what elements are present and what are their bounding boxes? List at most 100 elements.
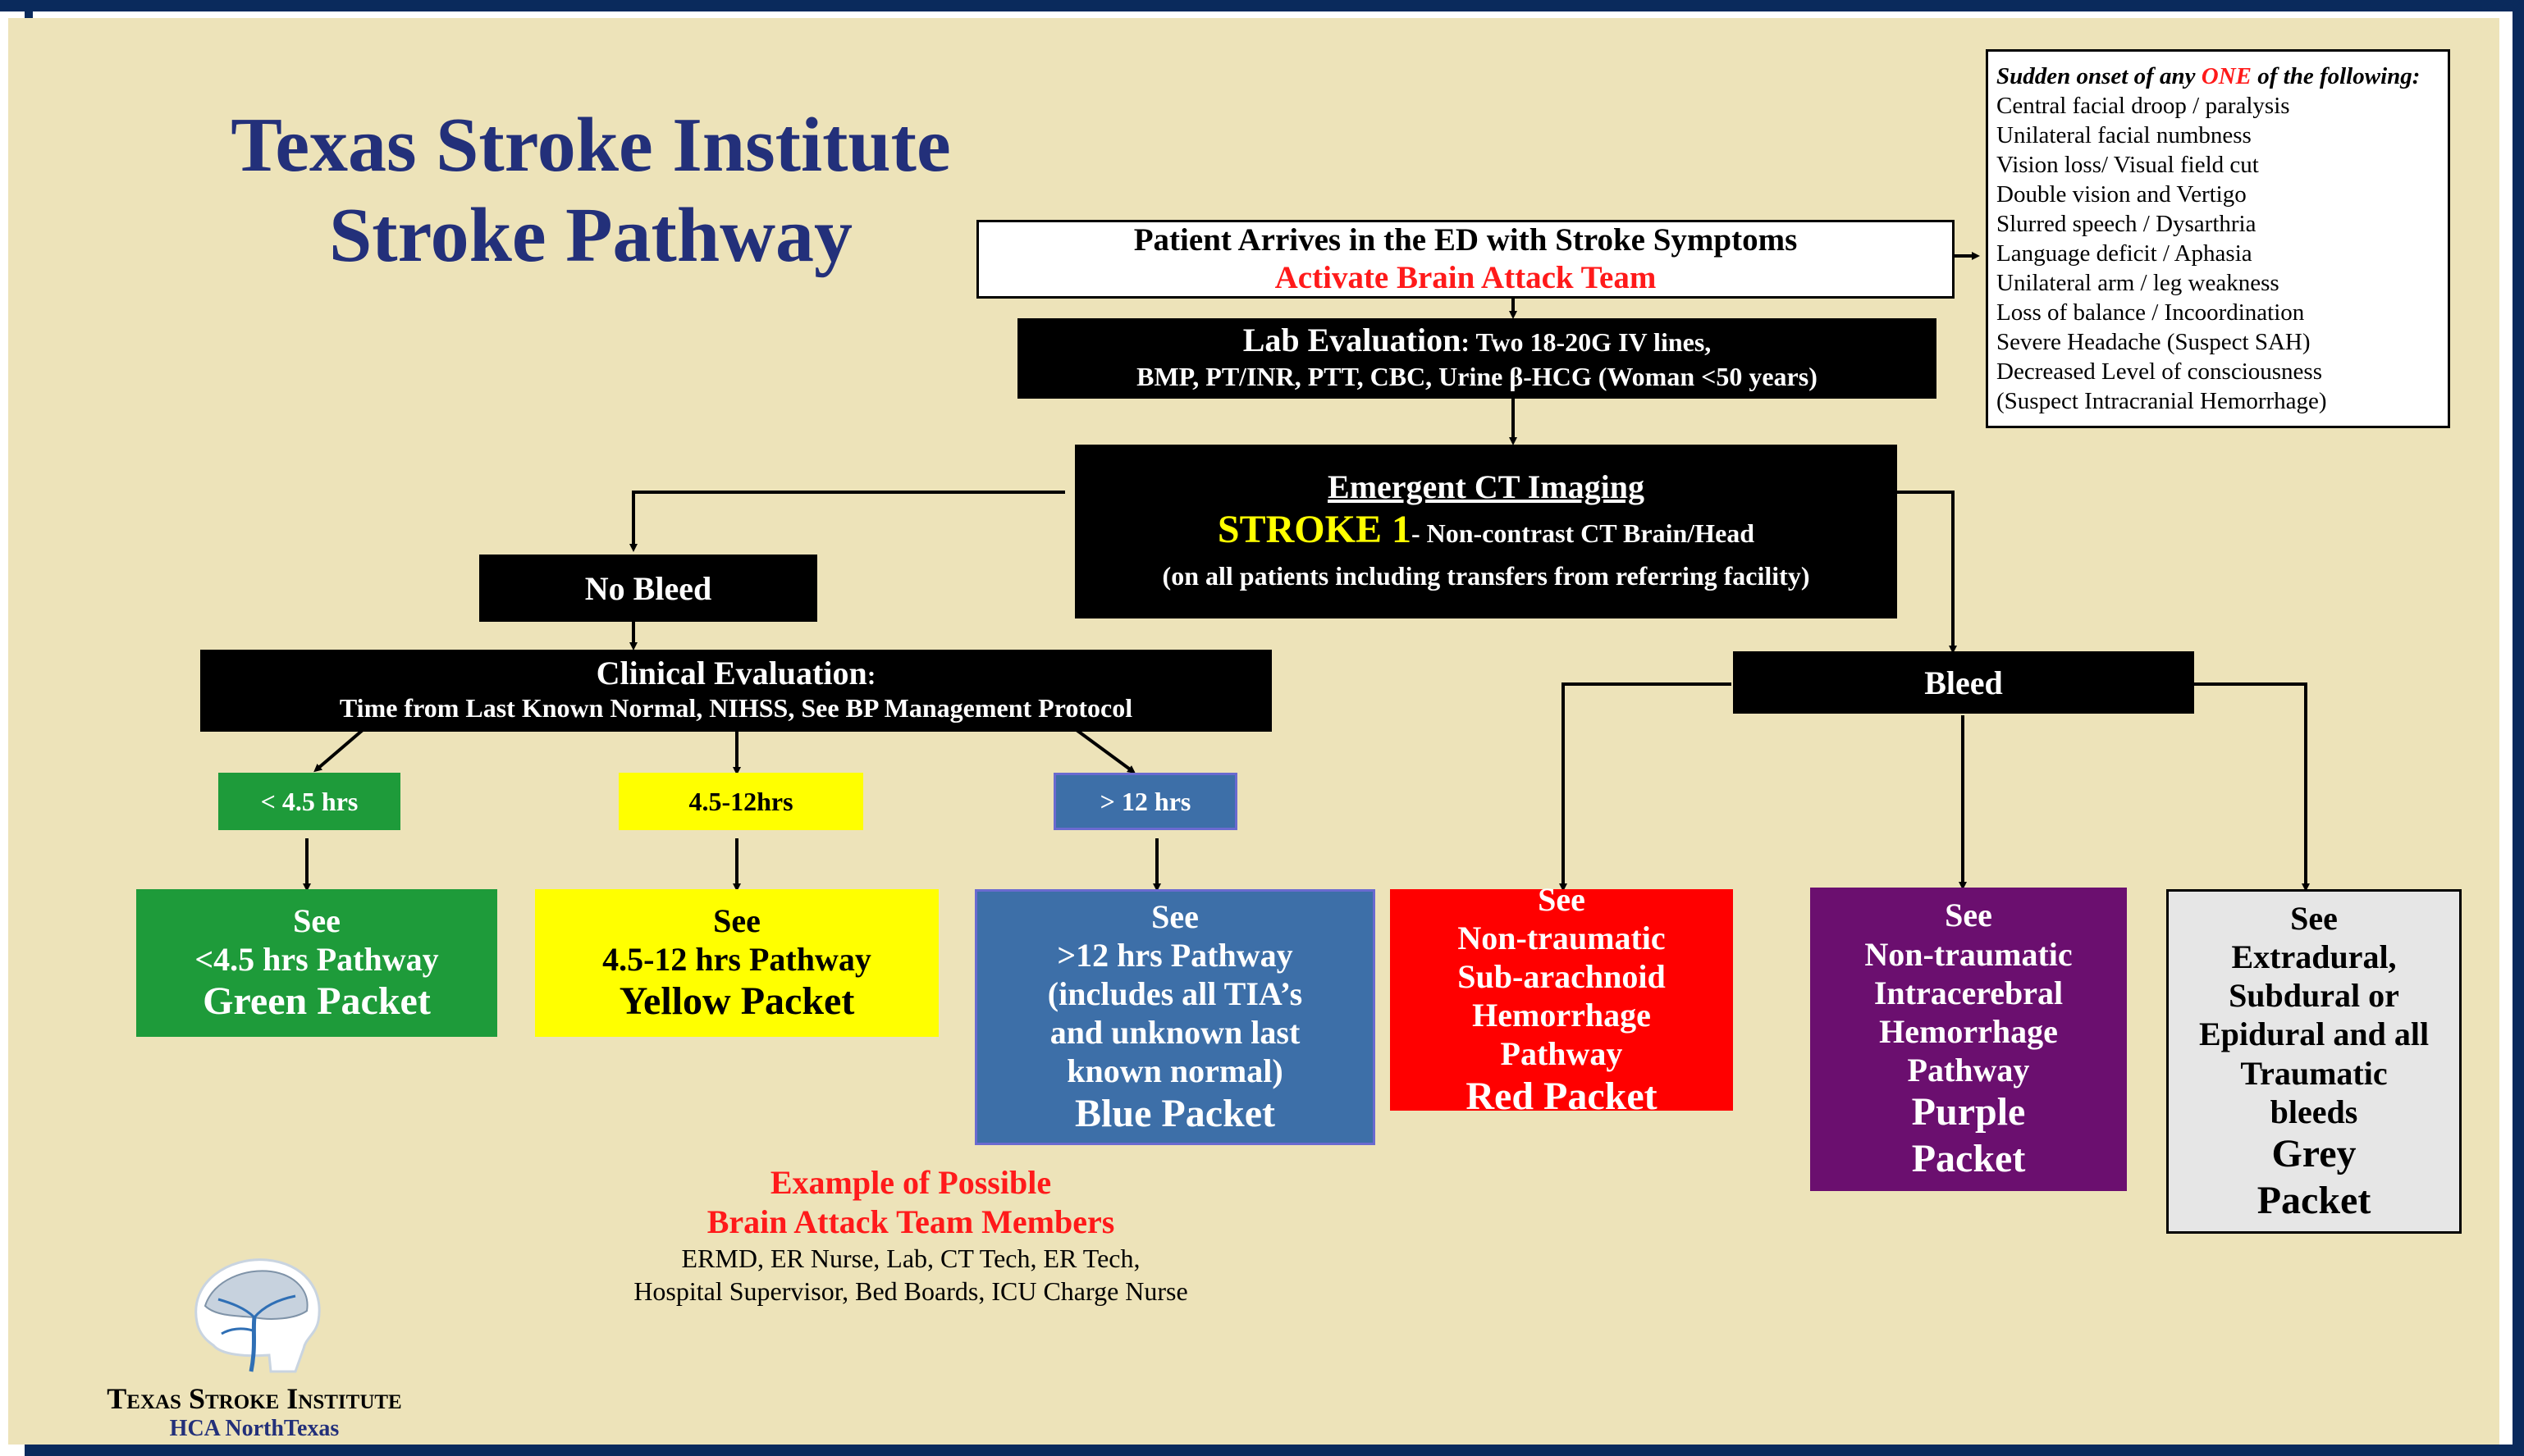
- green-packet-line: See: [293, 901, 341, 939]
- page-title: Texas Stroke Institute Stroke Pathway: [123, 100, 1059, 281]
- bleed-label: Bleed: [1924, 664, 2003, 701]
- bottom-border: [25, 1445, 2524, 1456]
- connector-lines: [303, 252, 2310, 892]
- symptom-item: Language deficit / Aphasia: [1996, 240, 2252, 267]
- arrow-clinical-green: [313, 728, 364, 773]
- arrow-bleed-red: [1559, 682, 1731, 892]
- red-packet-line: See: [1538, 880, 1585, 918]
- no-bleed-label: No Bleed: [584, 569, 712, 607]
- grey-packet-box: See Extradural, Subdural or Epidural and…: [2166, 889, 2462, 1234]
- clinical-evaluation-box: Clinical Evaluation: Time from Last Know…: [200, 650, 1272, 732]
- symptoms-intro: Sudden onset of any ONE of the following…: [1996, 62, 2439, 91]
- tag-green-label: < 4.5 hrs: [260, 786, 359, 816]
- symptom-item: Severe Headache (Suspect SAH): [1996, 329, 2311, 355]
- tag-over-12-hrs: > 12 hrs: [1054, 773, 1237, 830]
- purple-packet-line: See: [1945, 897, 1992, 934]
- lab-line-2: BMP, PT/INR, PTT, CBC, Urine β-HCG (Woma…: [1136, 362, 1818, 391]
- symptoms-intro-pre: Sudden onset of any: [1996, 63, 2202, 89]
- symptom-item: Double vision and Vertigo: [1996, 181, 2247, 208]
- team-line-1: ERMD, ER Nurse, Lab, CT Tech, ER Tech,: [681, 1244, 1141, 1273]
- arrow-ct-nobleed: [629, 491, 1065, 552]
- purple-packet-line: Pathway: [1907, 1052, 2030, 1089]
- symptom-item: Central facial droop / paralysis: [1996, 93, 2290, 119]
- ct-imaging-box: Emergent CT Imaging STROKE 1- Non-contra…: [1075, 445, 1897, 618]
- blue-packet-name: Blue Packet: [1075, 1091, 1275, 1135]
- ct-stroke-label: STROKE 1: [1217, 508, 1411, 551]
- blue-packet-line: (includes all TIA’s: [1047, 975, 1303, 1013]
- blue-packet-line: and unknown last: [1049, 1014, 1301, 1052]
- clinical-heading: Clinical Evaluation: [596, 655, 867, 691]
- logo-sub: HCA NorthTexas: [169, 1416, 340, 1441]
- symptoms-intro-emph: ONE: [2201, 63, 2252, 89]
- clinical-colon: :: [866, 660, 876, 690]
- purple-packet-name: Purple: [1911, 1090, 2026, 1134]
- tag-blue-label: > 12 hrs: [1100, 786, 1191, 816]
- ct-line-3: (on all patients including transfers fro…: [1162, 561, 1810, 591]
- bleed-box: Bleed: [1733, 651, 2194, 714]
- team-heading-1: Example of Possible: [770, 1164, 1052, 1201]
- purple-packet-line: Intracerebral: [1873, 974, 2064, 1011]
- symptom-item: Vision loss/ Visual field cut: [1996, 152, 2259, 178]
- purple-packet-name: Packet: [1911, 1136, 2026, 1180]
- red-packet-name: Red Packet: [1465, 1074, 1658, 1118]
- green-packet-name: Green Packet: [203, 979, 431, 1023]
- symptom-item: Decreased Level of consciousness: [1996, 358, 2322, 385]
- grey-packet-line: Extradural,: [2231, 938, 2397, 975]
- no-bleed-box: No Bleed: [479, 555, 817, 622]
- symptom-item: Slurred speech / Dysarthria: [1996, 211, 2257, 237]
- red-packet-line: Pathway: [1500, 1035, 1623, 1073]
- grey-packet-name: Grey: [2271, 1131, 2357, 1175]
- arrow-clinical-blue: [1075, 728, 1136, 774]
- institute-logo: Texas Stroke Institute HCA NorthTexas: [41, 1248, 468, 1441]
- team-line-2: Hospital Supervisor, Bed Boards, ICU Cha…: [633, 1276, 1188, 1306]
- blue-packet-box: See >12 hrs Pathway (includes all TIA’s …: [975, 889, 1375, 1145]
- lab-evaluation-box: Lab Evaluation: Two 18-20G IV lines, BMP…: [1017, 318, 1936, 399]
- arrow-bleed-grey: [2186, 682, 2310, 892]
- purple-packet-line: Non-traumatic: [1864, 935, 2073, 973]
- grey-packet-line: Traumatic: [2240, 1054, 2388, 1092]
- symptom-item: Loss of balance / Incoordination: [1996, 299, 2305, 326]
- right-border: [2513, 11, 2524, 1456]
- grey-packet-line: Subdural or: [2229, 977, 2399, 1015]
- team-heading-2: Brain Attack Team Members: [706, 1203, 1115, 1240]
- tag-yellow-label: 4.5-12hrs: [688, 786, 793, 816]
- tag-4-5-12-hrs: 4.5-12hrs: [619, 773, 863, 830]
- arrow-ct-bleed: [1897, 491, 1957, 654]
- clinical-line-2: Time from Last Known Normal, NIHSS, See …: [339, 693, 1133, 723]
- red-packet-line: Hemorrhage: [1472, 997, 1651, 1034]
- grey-packet-line: bleeds: [2270, 1093, 2358, 1130]
- team-members-block: Example of Possible Brain Attack Team Me…: [550, 1163, 1272, 1308]
- symptoms-intro-post: of the following:: [2252, 63, 2421, 89]
- lab-line-1-rest: : Two 18-20G IV lines,: [1461, 327, 1712, 357]
- symptom-item: (Suspect Intracranial Hemorrhage): [1996, 388, 2327, 414]
- green-packet-line: <4.5 hrs Pathway: [194, 940, 439, 978]
- purple-packet-line: Hemorrhage: [1879, 1012, 2058, 1050]
- lab-heading: Lab Evaluation: [1242, 322, 1461, 358]
- grey-packet-line: Epidural and all: [2198, 1016, 2430, 1053]
- red-packet-line: Sub-arachnoid: [1457, 958, 1666, 996]
- symptom-item: Unilateral arm / leg weakness: [1996, 270, 2279, 296]
- arrival-line-1: Patient Arrives in the ED with Stroke Sy…: [1133, 222, 1798, 258]
- grey-packet-line: See: [2290, 899, 2338, 937]
- ct-stroke-rest: - Non-contrast CT Brain/Head: [1411, 518, 1755, 548]
- arrival-line-2: Activate Brain Attack Team: [1274, 260, 1657, 295]
- tag-under-4-5-hrs: < 4.5 hrs: [218, 773, 400, 830]
- red-packet-box: See Non-traumatic Sub-arachnoid Hemorrha…: [1390, 881, 1733, 1118]
- blue-packet-line: >12 hrs Pathway: [1057, 936, 1293, 974]
- top-border: [0, 0, 2524, 11]
- brain-head-icon: [194, 1258, 321, 1373]
- red-packet-line: Non-traumatic: [1457, 919, 1666, 956]
- logo-name: Texas Stroke Institute: [107, 1382, 402, 1415]
- grey-packet-name: Packet: [2257, 1178, 2371, 1222]
- arrival-box: Patient Arrives in the ED with Stroke Sy…: [976, 220, 1955, 299]
- pathway-canvas: Texas Stroke Institute Stroke Pathway Su…: [8, 18, 2499, 1445]
- green-packet-box: See <4.5 hrs Pathway Green Packet: [136, 889, 497, 1037]
- symptom-item: Unilateral facial numbness: [1996, 122, 2252, 148]
- ct-heading: Emergent CT Imaging: [1328, 468, 1644, 505]
- blue-packet-line: See: [1151, 897, 1199, 935]
- title-line-1: Texas Stroke Institute: [231, 103, 951, 188]
- blue-packet-line: known normal): [1067, 1052, 1283, 1090]
- yellow-packet-box: See 4.5-12 hrs Pathway Yellow Packet: [535, 889, 939, 1037]
- symptoms-box: Sudden onset of any ONE of the following…: [1986, 49, 2450, 428]
- yellow-packet-name: Yellow Packet: [619, 979, 855, 1023]
